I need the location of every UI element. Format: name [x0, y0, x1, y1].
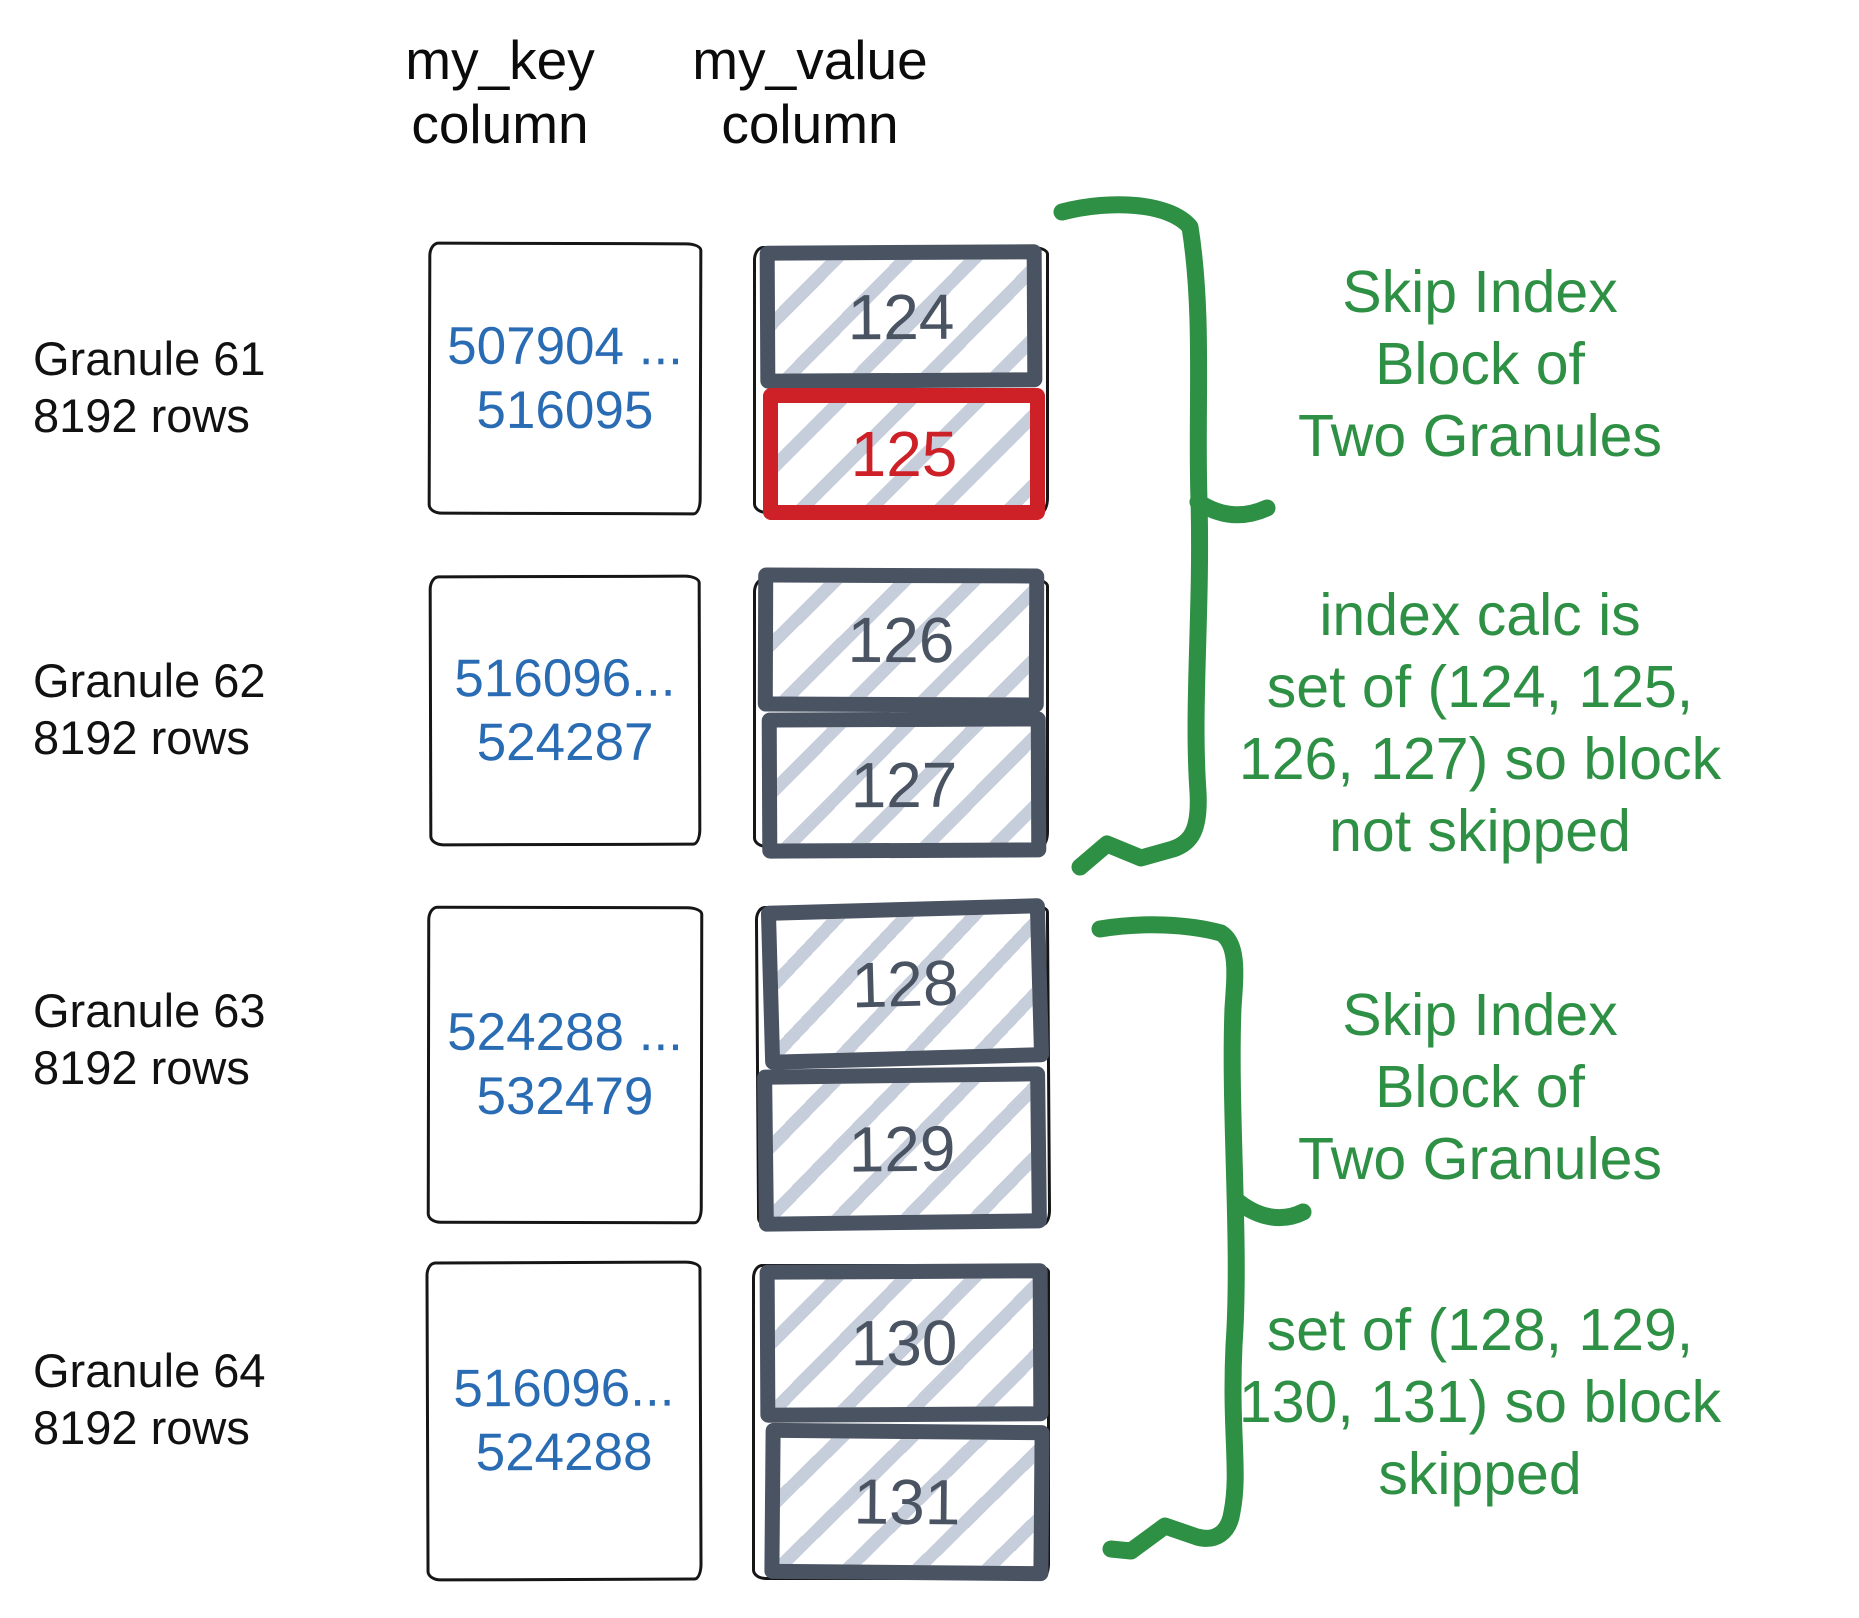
value-block-129: 129 — [757, 1066, 1047, 1232]
value-column-header-line2: column — [721, 93, 899, 155]
value-block-124-label: 124 — [847, 280, 955, 353]
value-block-125-label: 125 — [850, 418, 958, 490]
annotation-3-line2: Block of — [1375, 1054, 1585, 1120]
value-block-129-label: 129 — [848, 1112, 956, 1186]
value-column-header: my_value column — [640, 28, 980, 156]
annotation-skip-block-2: Skip Index Block of Two Granules — [1105, 979, 1855, 1195]
granule-64-key-range: 516096... 524288 — [453, 1357, 674, 1486]
annotation-skip-block-1: Skip Index Block of Two Granules — [1105, 256, 1855, 472]
key-column-header-line1: my_key — [405, 29, 595, 91]
granule-61-key-range: 507904 ... 516095 — [447, 314, 683, 443]
value-block-128: 128 — [760, 898, 1050, 1070]
granule-62-key-range: 516096... 524287 — [454, 646, 675, 775]
granule-62-label: Granule 62 8192 rows — [33, 652, 363, 766]
granule-63-rows: 8192 rows — [33, 1041, 250, 1094]
granule-63-key-min: 524288 ... — [447, 1002, 683, 1063]
annotation-4-line3: skipped — [1378, 1441, 1582, 1507]
value-block-131-label: 131 — [853, 1465, 961, 1539]
granule-64-label: Granule 64 8192 rows — [33, 1342, 363, 1456]
granule-61-name: Granule 61 — [33, 332, 266, 385]
granule-61-label: Granule 61 8192 rows — [33, 330, 363, 444]
annotation-3-line1: Skip Index — [1342, 982, 1618, 1048]
granule-62-key-max: 524287 — [476, 712, 654, 772]
annotation-2-line2: set of (124, 125, — [1266, 654, 1694, 720]
value-block-130: 130 — [759, 1263, 1049, 1423]
granule-61-key-box: 507904 ... 516095 — [427, 241, 703, 516]
annotation-2-line4: not skipped — [1329, 798, 1631, 864]
granule-61-key-min: 507904 ... — [447, 316, 684, 376]
brace-block-2-tick — [1227, 1191, 1312, 1227]
value-block-126-label: 126 — [847, 603, 955, 677]
annotation-3-line3: Two Granules — [1298, 1126, 1662, 1192]
granule-62-name: Granule 62 — [33, 654, 266, 707]
annotation-4-line1: set of (128, 129, — [1266, 1297, 1694, 1363]
granule-63-key-box: 524288 ... 532479 — [426, 905, 704, 1225]
granule-63-key-range: 524288 ... 532479 — [447, 1001, 683, 1129]
annotation-2-line1: index calc is — [1319, 582, 1641, 648]
annotation-4-line2: 130, 131) so block — [1238, 1369, 1722, 1435]
value-block-126: 126 — [757, 567, 1045, 713]
key-column-header-line2: column — [411, 93, 589, 155]
value-block-127-label: 127 — [850, 748, 958, 822]
granule-63-name: Granule 63 — [33, 984, 266, 1037]
granule-64-rows: 8192 rows — [33, 1401, 250, 1454]
value-block-131: 131 — [764, 1422, 1050, 1582]
brace-block-1-tick — [1189, 493, 1276, 524]
value-column-header-line1: my_value — [692, 29, 928, 91]
granule-64-name: Granule 64 — [33, 1344, 266, 1397]
granule-64-key-max: 524288 — [475, 1422, 653, 1483]
value-block-125-highlighted: 125 — [763, 388, 1045, 520]
annotation-2-line3: 126, 127) so block — [1238, 726, 1722, 792]
key-column-header: my_key column — [330, 28, 670, 156]
annotation-1-line2: Block of — [1375, 331, 1585, 397]
granule-64-key-min: 516096... — [453, 1358, 675, 1419]
annotation-1-line3: Two Granules — [1298, 403, 1662, 469]
granule-64-key-box: 516096... 524288 — [425, 1260, 703, 1582]
granule-62-rows: 8192 rows — [33, 711, 250, 764]
annotation-index-calc-not-skipped: index calc is set of (124, 125, 126, 127… — [1105, 579, 1855, 867]
granule-62-key-min: 516096... — [454, 648, 676, 708]
annotation-block-skipped: set of (128, 129, 130, 131) so block ski… — [1105, 1294, 1855, 1510]
granule-61-key-max: 516095 — [476, 380, 654, 440]
value-block-127: 127 — [761, 711, 1047, 859]
value-block-130-label: 130 — [850, 1306, 958, 1380]
granule-63-key-max: 532479 — [476, 1066, 654, 1127]
granule-62-key-box: 516096... 524287 — [428, 574, 702, 847]
annotation-1-line1: Skip Index — [1342, 259, 1618, 325]
granule-63-label: Granule 63 8192 rows — [33, 982, 363, 1096]
value-block-128-label: 128 — [850, 946, 960, 1022]
value-block-124: 124 — [759, 244, 1043, 389]
granule-61-rows: 8192 rows — [33, 389, 250, 442]
